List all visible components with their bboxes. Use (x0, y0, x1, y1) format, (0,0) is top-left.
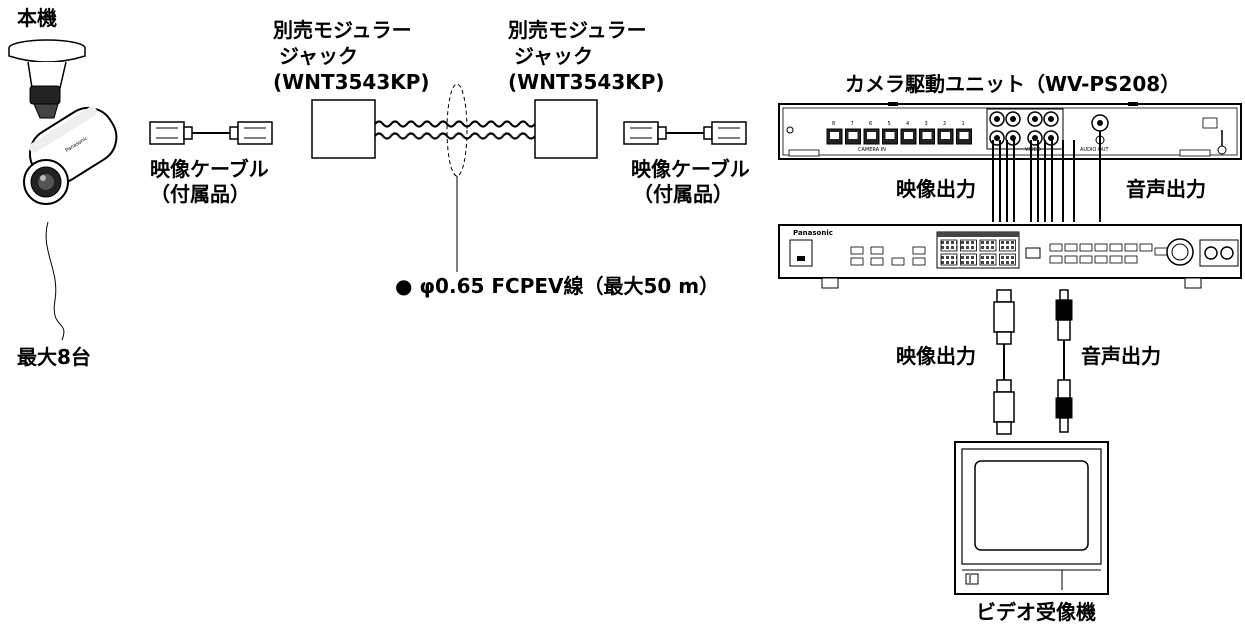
camera-in-port-number: 4 (906, 121, 909, 127)
panel-button (1124, 255, 1138, 264)
rca-cable (1055, 289, 1073, 433)
panel-button (1154, 247, 1168, 256)
panel-button (1049, 243, 1063, 252)
panel-button (1109, 255, 1123, 264)
panel-button (850, 257, 864, 266)
camera-in-port-number: 2 (943, 121, 946, 127)
drive-unit-rear-panel: カメラ駆動ユニット（WV-PS208） 8 7 6 5 4 3 2 1 CAMERA IN V… (778, 72, 1242, 160)
video-out-label-lower: 映像出力 (896, 344, 976, 368)
jack-left-line2: ジャック (279, 44, 358, 68)
unit-brand: Panasonic (793, 229, 833, 237)
camera-device: 本機 Panasonic 最大8台 (8, 6, 118, 369)
rj-plug-icon (229, 121, 273, 145)
camera-select-button (999, 239, 1016, 252)
jack-right-line1: 別売モジュラー (508, 18, 647, 42)
bnc-cable (993, 289, 1015, 435)
video-out-label-upper: 映像出力 (896, 177, 976, 201)
cable-left-note: （付属品） (150, 182, 250, 206)
panel-button (912, 246, 926, 255)
video-monitor: ビデオ受像機 (954, 441, 1109, 624)
monitor-label: ビデオ受像機 (976, 600, 1096, 624)
cable-right-label: 映像ケーブル (631, 157, 750, 181)
camera-in-port-number: 6 (869, 121, 872, 127)
panel-button (1049, 255, 1063, 264)
audio-out-label: AUDIO OUT (1080, 147, 1110, 153)
panel-button (1094, 255, 1108, 264)
panel-button (912, 257, 926, 266)
cable-left-label: 映像ケーブル (150, 157, 269, 181)
panel-button (891, 257, 905, 266)
panel-button (850, 246, 864, 255)
camera-select-button (960, 239, 977, 252)
camera-label: 本機 (17, 6, 57, 30)
rj-plug-icon (149, 121, 193, 145)
camera-select-button (979, 239, 997, 252)
unit-title: カメラ駆動ユニット（WV-PS208） (845, 72, 1180, 96)
camera-count: 最大8台 (17, 345, 91, 369)
audio-out-label-lower: 音声出力 (1081, 344, 1161, 368)
panel-button (870, 246, 884, 255)
camera-in-ports: 8 7 6 5 4 3 2 1 CAMERA IN (826, 121, 972, 153)
panel-button (1064, 255, 1078, 264)
camera-in-port-number: 3 (925, 121, 928, 127)
panel-button (1079, 255, 1093, 264)
rj-plug-icon (623, 121, 667, 145)
video-cable-left: 映像ケーブル （付属品） (149, 121, 273, 206)
drive-unit-front-panel: Panasonic (778, 224, 1242, 289)
panel-button (1139, 243, 1153, 252)
panel-button (1064, 243, 1078, 252)
camera-in-port-number: 8 (832, 121, 835, 127)
panel-button (1079, 243, 1093, 252)
panel-button (1109, 243, 1123, 252)
jack-right-line2: ジャック (514, 44, 593, 68)
twisted-pair-wire: ● φ0.65 FCPEV線（最大50 m） (374, 83, 719, 298)
camera-select-button (999, 253, 1016, 266)
wire-spec-note: ● φ0.65 FCPEV線（最大50 m） (395, 274, 719, 298)
panel-button (1094, 243, 1108, 252)
modular-jack-left: 別売モジュラー ジャック (WNT3543KP) (273, 18, 430, 159)
camera-select-button (979, 253, 997, 266)
panel-button (870, 257, 884, 266)
camera-select-button (960, 253, 977, 266)
modular-jack-right: 別売モジュラー ジャック (WNT3543KP) (508, 18, 665, 159)
cable-right-note: （付属品） (633, 182, 733, 206)
camera-in-port-number: 5 (888, 121, 891, 127)
rj-plug-icon (703, 121, 747, 145)
audio-out-label-upper: 音声出力 (1126, 177, 1206, 201)
jack-left-line1: 別売モジュラー (273, 18, 412, 42)
camera-select-button (940, 239, 958, 252)
jack-right-line3: (WNT3543KP) (508, 70, 665, 94)
video-cable-right: 映像ケーブル （付属品） (623, 121, 750, 206)
camera-in-port-number: 7 (851, 121, 854, 127)
jack-left-line3: (WNT3543KP) (273, 70, 430, 94)
camera-in-label: CAMERA IN (858, 147, 886, 153)
camera-in-port-number: 1 (962, 121, 965, 127)
rear-to-front-wires (992, 131, 1101, 222)
video-label: VIDEO (1025, 147, 1041, 153)
camera-select-button (940, 253, 958, 266)
panel-button (1124, 243, 1138, 252)
